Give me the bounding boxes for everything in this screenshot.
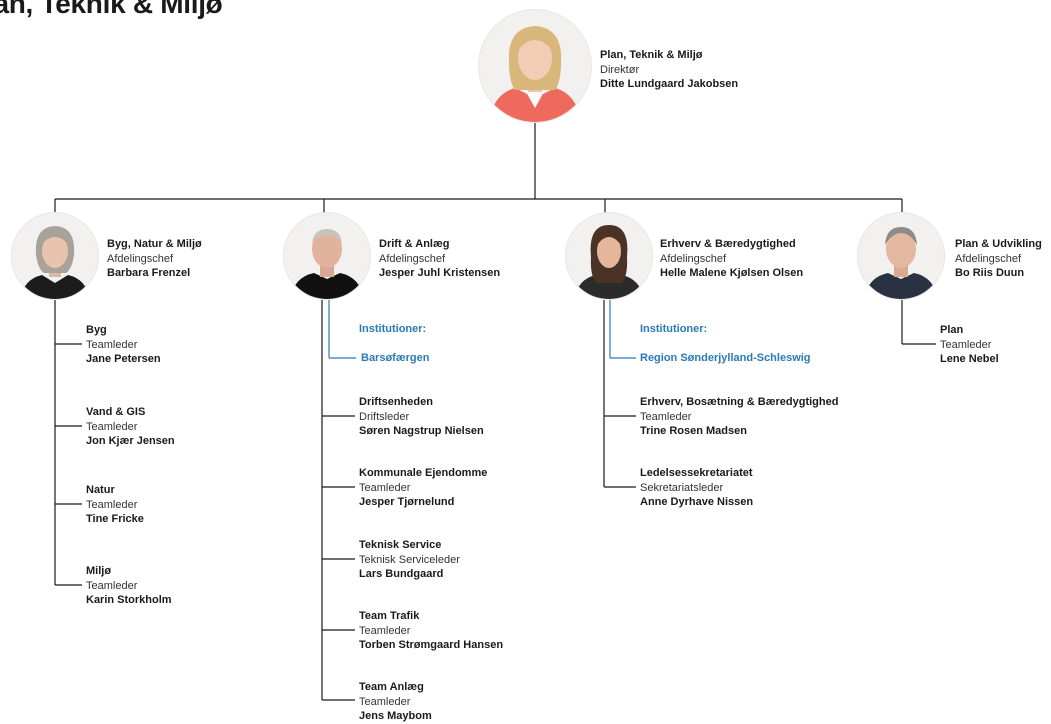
institution-item: Barsøfærgen: [361, 352, 430, 364]
team-title: Miljø: [86, 565, 112, 577]
team-card: Ledelsessekretariatet Sekretariatsleder …: [640, 466, 753, 510]
dept-4-unit: Plan & Udvikling: [955, 238, 1042, 250]
team-name: Trine Rosen Madsen: [640, 425, 747, 437]
dept-2-unit: Drift & Anlæg: [379, 238, 450, 250]
avatar-director: [479, 10, 591, 122]
team-name: Anne Dyrhave Nissen: [640, 496, 754, 508]
team-card: Natur Teamleder Tine Fricke: [86, 483, 144, 527]
team-title: Natur: [86, 484, 115, 496]
team-name: Karin Storkholm: [86, 594, 172, 606]
dept-2-info: Drift & Anlæg Afdelingschef Jesper Juhl …: [379, 237, 500, 281]
dept-3-role: Afdelingschef: [660, 252, 727, 265]
team-name: Søren Nagstrup Nielsen: [359, 425, 484, 437]
dept-1-role: Afdelingschef: [107, 252, 174, 265]
dept-4-name: Bo Riis Duun: [955, 267, 1025, 279]
institutions-heading: Institutioner:: [359, 323, 427, 335]
team-name: Torben Strømgaard Hansen: [359, 639, 504, 651]
avatar-dept-2: [284, 213, 370, 299]
team-role: Teamleder: [940, 338, 992, 351]
team-title: Erhverv, Bosætning & Bæredygtighed: [640, 396, 839, 408]
team-title: Teknisk Service: [359, 539, 442, 551]
team-role: Driftsleder: [359, 410, 410, 423]
director-unit: Plan, Teknik & Miljø: [600, 49, 703, 61]
team-name: Lars Bundgaard: [359, 568, 444, 580]
team-role: Teamleder: [86, 420, 138, 433]
team-name: Jens Maybom: [359, 710, 432, 722]
page-title: lan, Teknik & Miljø: [0, 0, 223, 19]
dept-4-info: Plan & Udvikling Afdelingschef Bo Riis D…: [955, 237, 1042, 281]
team-card: Miljø Teamleder Karin Storkholm: [86, 564, 172, 608]
dept-1-info: Byg, Natur & Miljø Afdelingschef Barbara…: [107, 237, 202, 281]
team-title: Team Anlæg: [359, 681, 424, 693]
team-name: Jesper Tjørnelund: [359, 496, 455, 508]
dept-1-name: Barbara Frenzel: [107, 267, 191, 279]
team-name: Jon Kjær Jensen: [86, 435, 175, 447]
team-role: Teamleder: [359, 695, 411, 708]
team-card: Teknisk Service Teknisk Serviceleder Lar…: [359, 538, 460, 582]
team-role: Teknisk Serviceleder: [359, 553, 460, 566]
team-title: Vand & GIS: [86, 406, 146, 418]
team-title: Plan: [940, 324, 964, 336]
team-title: Byg: [86, 324, 107, 336]
director-name: Ditte Lundgaard Jakobsen: [600, 78, 739, 90]
team-title: Ledelsessekretariatet: [640, 467, 753, 479]
director-role: Direktør: [600, 63, 640, 76]
avatar-dept-1: [12, 213, 98, 299]
team-role: Teamleder: [640, 410, 692, 423]
team-role: Teamleder: [86, 338, 138, 351]
team-role: Teamleder: [359, 624, 411, 637]
team-card: Byg Teamleder Jane Petersen: [86, 323, 161, 367]
team-title: Team Trafik: [359, 610, 420, 622]
dept-2-name: Jesper Juhl Kristensen: [379, 267, 501, 279]
team-card: Erhverv, Bosætning & Bæredygtighed Teaml…: [640, 395, 838, 439]
avatar-dept-4: [858, 213, 944, 299]
team-name: Lene Nebel: [940, 353, 999, 365]
dept-3-name: Helle Malene Kjølsen Olsen: [660, 267, 804, 279]
team-name: Jane Petersen: [86, 353, 161, 365]
team-role: Teamleder: [86, 579, 138, 592]
institution-item: Region Sønderjylland-Schleswig: [640, 352, 811, 364]
dept-4-role: Afdelingschef: [955, 252, 1022, 265]
dept-1-unit: Byg, Natur & Miljø: [107, 238, 202, 250]
team-card: Driftsenheden Driftsleder Søren Nagstrup…: [359, 395, 484, 439]
team-role: Teamleder: [359, 481, 411, 494]
team-title: Kommunale Ejendomme: [359, 467, 488, 479]
team-card: Plan Teamleder Lene Nebel: [940, 323, 999, 367]
institutions-heading: Institutioner:: [640, 323, 708, 335]
team-role: Teamleder: [86, 498, 138, 511]
team-name: Tine Fricke: [86, 513, 144, 525]
avatar-dept-3: [566, 213, 652, 299]
dept-3-info: Erhverv & Bæredygtighed Afdelingschef He…: [660, 237, 803, 281]
dept-3-unit: Erhverv & Bæredygtighed: [660, 238, 796, 250]
director-info: Plan, Teknik & Miljø Direktør Ditte Lund…: [600, 48, 738, 92]
team-card: Vand & GIS Teamleder Jon Kjær Jensen: [86, 405, 175, 449]
dept-2-role: Afdelingschef: [379, 252, 446, 265]
team-card: Team Anlæg Teamleder Jens Maybom: [359, 680, 432, 724]
team-title: Driftsenheden: [359, 396, 433, 408]
team-card: Team Trafik Teamleder Torben Strømgaard …: [359, 609, 503, 653]
team-card: Kommunale Ejendomme Teamleder Jesper Tjø…: [359, 466, 487, 510]
team-role: Sekretariatsleder: [640, 481, 724, 494]
